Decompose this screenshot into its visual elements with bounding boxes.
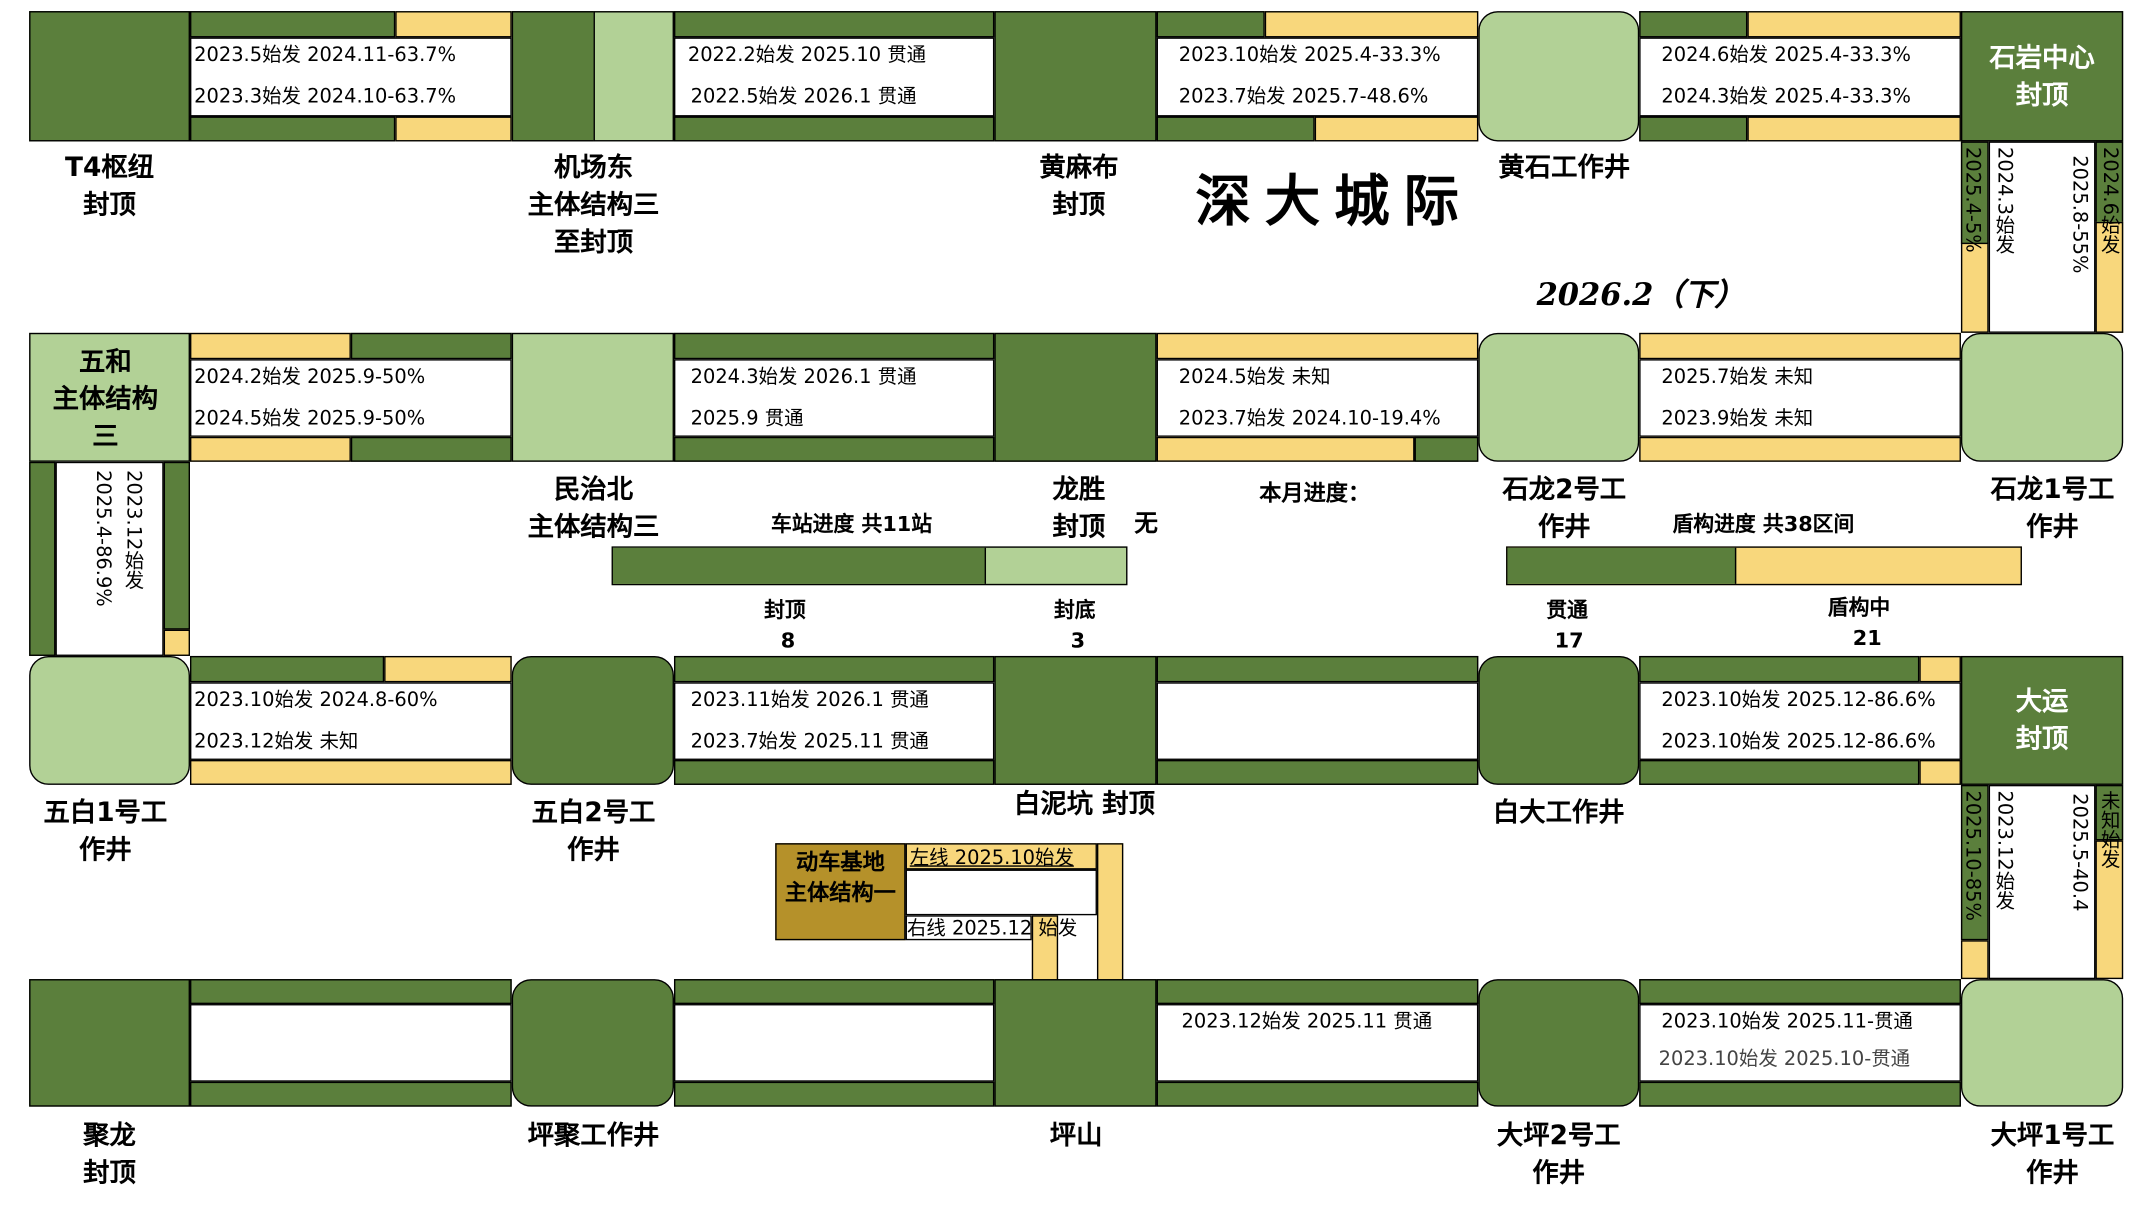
tunnel-status-line: 2022.2始发 2025.10 贯通 bbox=[687, 44, 927, 67]
station-note-longsheng: 无 bbox=[1134, 510, 1158, 539]
tunnel-status-line: 未知始发 bbox=[2098, 790, 2121, 869]
tunnel-status-line: 2022.5始发 2026.1 贯通 bbox=[690, 85, 917, 109]
shaft-baida[interactable] bbox=[1478, 655, 1640, 785]
tunnel-status-line: 2024.2始发 2025.9-50% bbox=[194, 366, 426, 389]
station-label-daping2: 大坪2号工 作井 bbox=[1496, 1120, 1621, 1189]
shield-done-label: 贯通 bbox=[1546, 597, 1588, 623]
station-label-wubai1: 五白1号工 作井 bbox=[43, 797, 168, 866]
station-label-bainikeng: 白泥坑 封顶 bbox=[1014, 789, 1155, 820]
shield-done-value: 17 bbox=[1554, 628, 1584, 654]
tunnel-status-line: 2024.6始发 bbox=[2098, 147, 2121, 254]
station-rest-label: 封底 bbox=[1053, 597, 1096, 623]
tunnel-status-line: 2023.12始发 未知 bbox=[194, 730, 359, 754]
tunnel-status-line: 2024.5始发 2025.9-50% bbox=[194, 407, 426, 430]
station-label-baida: 白大工作井 bbox=[1492, 797, 1625, 828]
station-progress-fill bbox=[612, 547, 986, 584]
tunnel-status-line: 2025.10-85% bbox=[1960, 790, 1984, 921]
shield-rest-value: 21 bbox=[1852, 625, 1882, 651]
tunnel-status-line: 2025.8-55% bbox=[2067, 155, 2090, 274]
page-title: 深大城际 bbox=[1195, 169, 1473, 235]
shaft-shilong2[interactable] bbox=[1478, 332, 1640, 462]
shaft-wubai1[interactable] bbox=[29, 655, 190, 785]
station-shiyan[interactable] bbox=[1960, 11, 2124, 142]
tunnel-status-line: 2025.9 贯通 bbox=[690, 407, 804, 430]
shaft-wubai2[interactable] bbox=[511, 655, 674, 785]
station-t4[interactable] bbox=[29, 11, 190, 142]
station-pingshan[interactable] bbox=[994, 979, 1157, 1107]
shield-progress-bar bbox=[1506, 546, 2022, 586]
tunnel-status-line: 2023.10始发 2025.12-86.6% bbox=[1661, 730, 1936, 754]
station-label-wubai2: 五白2号工 作井 bbox=[531, 797, 656, 866]
station-label-wuhe: 五和 主体结构 三 bbox=[52, 346, 159, 453]
station-done-label: 封顶 bbox=[764, 597, 806, 623]
report-date: 2026.2（下） bbox=[1536, 277, 1745, 314]
tunnel-status-line: 2024.3始发 2026.1 贯通 bbox=[690, 366, 917, 389]
tunnel-status-line: 2025.5-40.4 bbox=[2067, 793, 2090, 912]
station-label-daping1: 大坪1号工 作井 bbox=[1990, 1120, 2115, 1189]
shield-progress-title: 盾构进度 共38区间 bbox=[1672, 511, 1855, 537]
station-minzhibei[interactable] bbox=[511, 332, 674, 462]
tunnel-status-line: 2025.4-86.9% bbox=[91, 470, 114, 607]
station-label-dayun: 大运 封顶 bbox=[2015, 686, 2069, 755]
monthly-progress-label: 本月进度： bbox=[1259, 479, 1371, 507]
station-label-pingju: 坪聚工作井 bbox=[527, 1120, 660, 1152]
station-jichangdong-left[interactable] bbox=[511, 11, 595, 142]
tunnel-status-line: 2023.11始发 2026.1 贯通 bbox=[690, 689, 929, 712]
station-label-pingshan: 坪山 bbox=[1049, 1120, 1103, 1152]
tunnel-status-line: 2025.4-5% bbox=[1960, 147, 1984, 253]
station-label-huangshi: 黄石工作井 bbox=[1498, 152, 1631, 184]
branch-left-line: 左线 2025.10始发 bbox=[909, 847, 1074, 870]
station-label-t4: T4枢纽 封顶 bbox=[65, 152, 155, 221]
tunnel-status-line: 2024.6始发 2025.4-33.3% bbox=[1661, 44, 1911, 67]
station-label-longsheng: 龙胜 封顶 bbox=[1052, 474, 1106, 543]
station-label-shiyan: 石岩中心 封顶 bbox=[1989, 42, 2095, 111]
station-label-huangmabu: 黄麻布 封顶 bbox=[1039, 152, 1119, 221]
branch-right-line: 右线 2025.12 始发 bbox=[906, 918, 1078, 941]
tunnel-status-line: 2024.3始发 bbox=[1992, 147, 2016, 254]
station-wuhe[interactable] bbox=[29, 332, 190, 462]
shield-rest-label: 盾构中 bbox=[1827, 594, 1891, 620]
shaft-shilong1[interactable] bbox=[1960, 332, 2124, 462]
station-label-julong: 聚龙 封顶 bbox=[83, 1120, 136, 1189]
station-label-shilong2: 石龙2号工 作井 bbox=[1502, 474, 1627, 543]
station-progress-bar bbox=[611, 546, 1128, 586]
tunnel-status-line: 2023.3始发 2024.10-63.7% bbox=[194, 85, 457, 109]
station-jichangdong-right[interactable] bbox=[593, 11, 674, 142]
station-dayun[interactable] bbox=[1960, 655, 2124, 785]
station-done-value: 8 bbox=[780, 628, 796, 654]
station-label-shilong1: 石龙1号工 作井 bbox=[1990, 474, 2115, 543]
station-rest-value: 3 bbox=[1070, 628, 1086, 654]
tunnel-status-line: 2023.12始发 2025.11 贯通 bbox=[1181, 1010, 1433, 1034]
tunnel-status-line: 2024.5始发 未知 bbox=[1178, 366, 1331, 389]
tunnel-status-line: 2023.10始发 2025.4-33.3% bbox=[1178, 44, 1441, 67]
tunnel-status-line: 2023.12始发 bbox=[1992, 790, 2016, 910]
tunnel-status-line: 2025.7始发 未知 bbox=[1661, 366, 1814, 389]
station-dongche-depot[interactable] bbox=[775, 843, 906, 941]
station-bainikeng[interactable] bbox=[994, 655, 1157, 785]
tunnel-status-line: 2023.7始发 2025.11 贯通 bbox=[690, 730, 929, 754]
shaft-pingju[interactable] bbox=[511, 979, 674, 1107]
tunnel-status-line: 2023.7始发 2025.7-48.6% bbox=[1178, 85, 1429, 109]
tunnel-status-line: 2023.10始发 2024.8-60% bbox=[194, 689, 438, 712]
tunnel-status-line: 2023.7始发 2024.10-19.4% bbox=[1178, 407, 1441, 430]
tunnel-status-line: 2023.10始发 2025.11-贯通 bbox=[1661, 1010, 1913, 1034]
station-label-dongche: 动车基地 主体结构一 bbox=[784, 848, 896, 906]
station-julong[interactable] bbox=[29, 979, 190, 1107]
station-label-jichangdong: 机场东 主体结构三 至封顶 bbox=[527, 152, 660, 258]
tunnel-status-line: 2023.9始发 未知 bbox=[1661, 407, 1814, 430]
tunnel-status-line: 2023.10始发 2025.12-86.6% bbox=[1661, 689, 1936, 712]
shaft-daping1[interactable] bbox=[1960, 979, 2124, 1107]
tunnel-status-line: 2023.5始发 2024.11-63.7% bbox=[194, 44, 457, 67]
station-progress-title: 车站进度 共11站 bbox=[771, 511, 933, 537]
tunnel-status-line: 2023.10始发 2025.10-贯通 bbox=[1658, 1048, 1911, 1071]
station-huangmabu[interactable] bbox=[994, 11, 1157, 142]
station-label-minzhibei: 民治北 主体结构三 bbox=[527, 474, 660, 543]
station-longsheng[interactable] bbox=[994, 332, 1157, 462]
shaft-daping2[interactable] bbox=[1478, 979, 1640, 1107]
shaft-huangshi[interactable] bbox=[1478, 11, 1640, 142]
tunnel-status-line: 2023.12始发 bbox=[122, 470, 145, 590]
shield-progress-fill bbox=[1507, 547, 1737, 584]
tunnel-status-line: 2024.3始发 2025.4-33.3% bbox=[1661, 85, 1911, 109]
